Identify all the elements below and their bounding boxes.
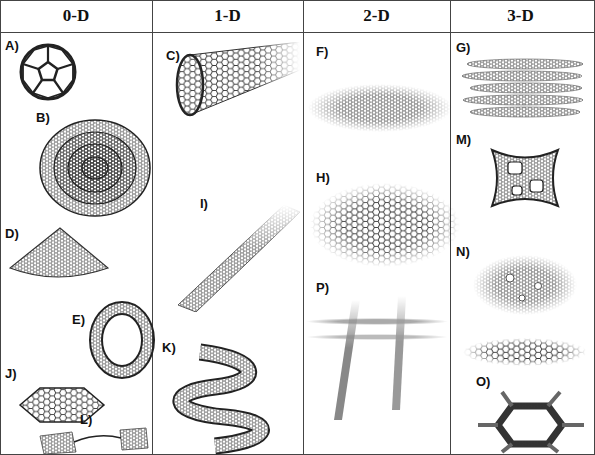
linked-patches-part [74, 436, 121, 442]
holey-sheet-part [473, 255, 577, 315]
column-heading: 3-D [448, 6, 593, 26]
fullerene-part [21, 45, 75, 99]
column-heading: 2-D [303, 6, 450, 26]
nanoribbon [178, 205, 300, 312]
graphite-stack-part [470, 83, 582, 93]
panel-letter: I) [200, 196, 208, 211]
graphene-sheet [308, 84, 452, 132]
carbon-onion [40, 120, 150, 216]
panel-letter: D) [5, 226, 19, 241]
panel-letter: E) [72, 312, 85, 327]
linked-patches-part [120, 428, 148, 450]
carbon-onion-part [54, 132, 136, 204]
panel-letter: F) [316, 44, 328, 59]
panel-letter: B) [36, 110, 50, 125]
porous-network-part [492, 150, 558, 206]
panel-letter: G) [456, 40, 470, 55]
helical-nanotube-part [181, 352, 262, 446]
crossing-ribbons-part [306, 318, 448, 325]
graphite-stack-part [462, 71, 582, 81]
nanotube-frame-part [498, 406, 562, 444]
panel-letter: N) [456, 244, 470, 259]
nanotube-frame-part [478, 392, 584, 452]
holey-sheet-part [463, 338, 587, 366]
fullerene-part [23, 46, 73, 98]
porous-network-part [512, 186, 522, 195]
column-heading: 0-D [0, 6, 152, 26]
panel-letter: A) [5, 38, 19, 53]
nanotube-part [177, 55, 203, 115]
carbon-onion-part [82, 157, 108, 179]
helical-nanotube-part [181, 352, 262, 446]
holey-sheet-part [535, 283, 542, 290]
graphite-stack-part [467, 59, 583, 69]
panel-letter: K) [162, 340, 176, 355]
panel-letter: O) [476, 374, 490, 389]
crossing-ribbons-part [306, 334, 448, 340]
graphene-sheet [310, 183, 460, 267]
panel-letter: L) [80, 412, 92, 427]
graphite-stack-part [463, 95, 583, 105]
graphite-stack [462, 59, 583, 117]
graphene-sheet-part [310, 183, 460, 267]
porous-network-part [508, 162, 522, 174]
graphite-stack-part [470, 107, 580, 117]
nanotube-frame-part [498, 406, 562, 444]
table-grid-part [152, 0, 153, 455]
panel-letter: C) [166, 48, 180, 63]
linked-patches-part [40, 432, 76, 454]
nanotube-part [190, 42, 300, 115]
carbon-onion-part [68, 144, 122, 192]
crossing-ribbons [306, 296, 448, 420]
nanocone-part [10, 228, 108, 277]
nanocone [10, 228, 108, 277]
panel-letter: P) [316, 280, 329, 295]
carbon-onion-part [40, 120, 150, 216]
holey-sheet-part [506, 274, 514, 282]
column-heading: 1-D [152, 6, 303, 26]
panel-letter: H) [316, 170, 330, 185]
graphene-sheet-part [308, 84, 452, 132]
nanotorus [90, 302, 154, 378]
table-grid-part [0, 32, 595, 33]
nanotube-part [177, 55, 203, 115]
linked-patches [40, 428, 148, 454]
panel-letter: J) [5, 366, 17, 381]
fullerene-part [39, 62, 58, 80]
helical-nanotube [181, 352, 262, 446]
holey-sheet-part [519, 295, 525, 301]
nanotube [177, 42, 300, 115]
helical-nanotube-part [181, 352, 262, 446]
porous-network-part [530, 180, 543, 192]
holey-sheet [463, 255, 587, 366]
fullerene [21, 45, 75, 99]
nanotube-frame [478, 392, 584, 452]
nanotorus-part [90, 302, 154, 378]
crossing-ribbons-part [392, 296, 406, 410]
porous-network [492, 150, 558, 206]
crossing-ribbons-part [334, 300, 360, 420]
nanoribbon-part [178, 205, 300, 312]
panel-letter: M) [456, 132, 471, 147]
table-grid-part [303, 0, 304, 455]
